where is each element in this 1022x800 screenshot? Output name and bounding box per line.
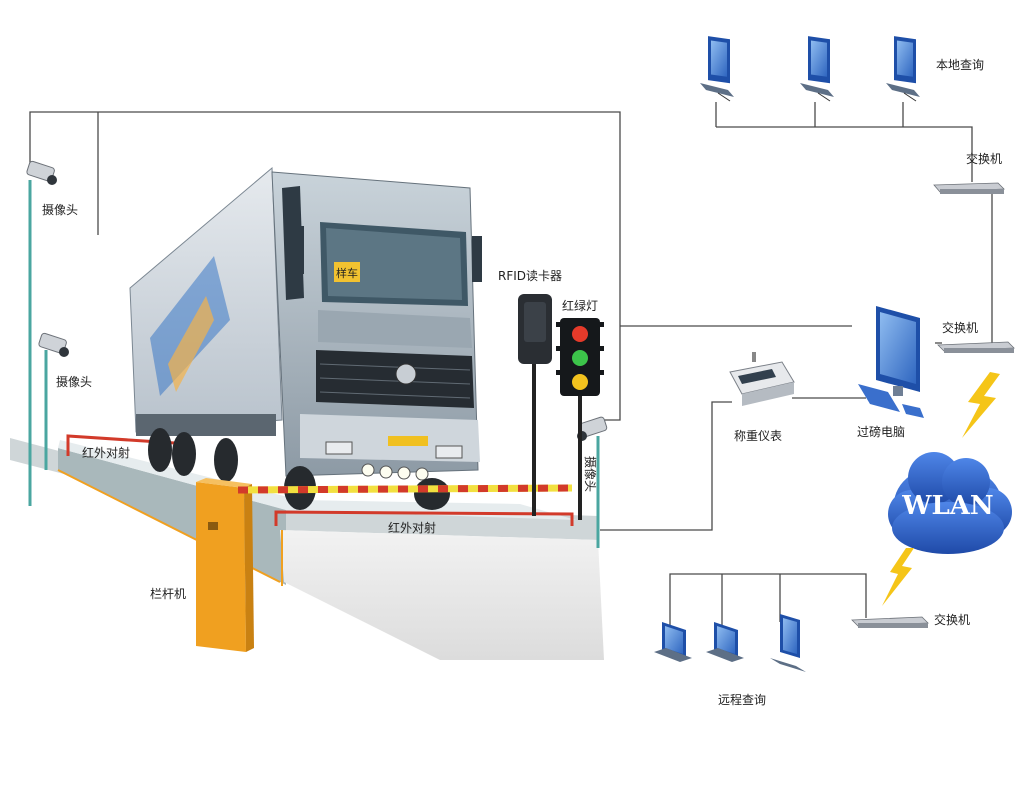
weighing-computer: 过磅电脑 (857, 306, 924, 439)
laptop-icon (706, 622, 744, 662)
weighing-indicator-icon (729, 352, 795, 406)
rfid-reader-label: RFID读卡器 (498, 269, 562, 283)
switch-bottom: 交换机 (851, 612, 970, 628)
security-camera-icon (38, 332, 69, 357)
local-query-computers: 本地查询 (700, 36, 984, 102)
network-switch-icon (937, 341, 1015, 353)
desktop-computer-icon (886, 36, 920, 102)
weighing-instrument-label: 称重仪表 (734, 429, 782, 443)
camera-3-label: 摄像头 (583, 456, 598, 492)
switch-mid-label: 交换机 (942, 320, 978, 335)
switch-bottom-label: 交换机 (934, 612, 970, 627)
desktop-computer-icon (800, 36, 834, 102)
desktop-computer-icon (770, 614, 806, 672)
wlan-cloud: WLAN (888, 452, 1012, 554)
weighing-instrument: 称重仪表 (729, 352, 795, 443)
barrier-gate: 栏杆机 (150, 478, 573, 652)
network-switch-icon (851, 616, 929, 628)
infrared-center-label: 红外对射 (388, 520, 436, 535)
laptop-icon (654, 622, 692, 662)
infrared-center: 红外对射 (274, 510, 574, 535)
traffic-light-label: 红绿灯 (562, 298, 598, 313)
weighing-computer-label: 过磅电脑 (857, 424, 905, 439)
truck-illustration: 样车 (129, 166, 482, 510)
remote-query-label: 远程查询 (718, 692, 766, 707)
switch-top-label: 交换机 (966, 151, 1002, 166)
cloud-icon (888, 452, 1012, 554)
traffic-light-icon (556, 318, 604, 396)
truck-windshield-sign: 样车 (336, 266, 358, 280)
wlan-label: WLAN (901, 491, 993, 521)
traffic-light: 红绿灯 (556, 298, 604, 520)
desktop-computer-icon (700, 36, 734, 102)
desktop-computer-icon (858, 306, 924, 418)
network-wiring (29, 102, 993, 630)
security-camera-icon (577, 416, 608, 441)
rfid-reader: RFID读卡器 (498, 269, 562, 516)
camera-2: 摄像头 (38, 332, 92, 470)
network-switch-icon (933, 182, 1005, 194)
infrared-left-label: 红外对射 (82, 445, 130, 460)
remote-query-computers: 远程查询 (654, 614, 806, 707)
local-query-label: 本地查询 (936, 58, 984, 72)
lightning-icon (882, 372, 1000, 606)
camera-1: 摄像头 (26, 160, 78, 506)
camera-2-label: 摄像头 (56, 374, 92, 389)
camera-1-label: 摄像头 (42, 202, 78, 217)
card-reader-icon (518, 294, 552, 364)
security-camera-icon (26, 160, 57, 185)
switch-top: 交换机 (933, 151, 1005, 194)
barrier-gate-label: 栏杆机 (150, 586, 186, 601)
camera-3: 摄像头 (577, 416, 608, 548)
switch-mid: 交换机 (937, 320, 1015, 353)
